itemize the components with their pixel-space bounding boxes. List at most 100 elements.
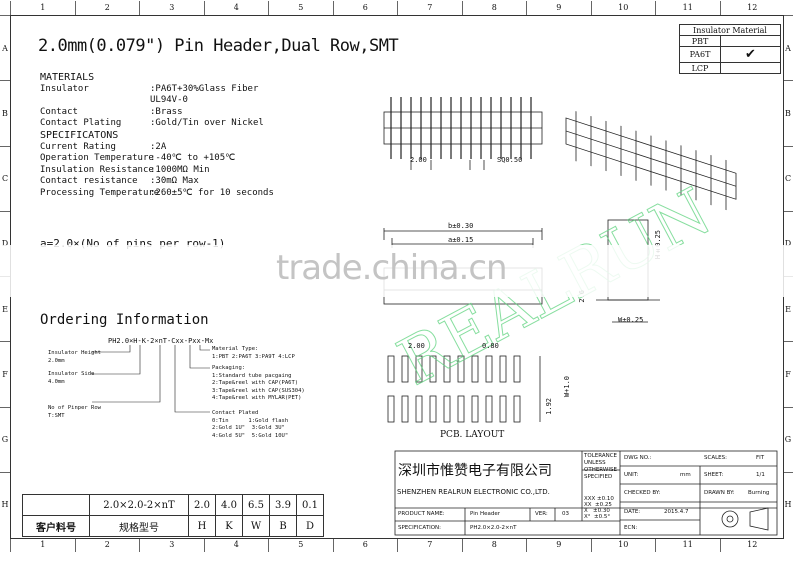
ruler-col: 1	[10, 538, 75, 552]
ruler-row: C	[0, 145, 10, 211]
dimension-label: b±0.30	[448, 222, 474, 230]
ruler-col: 12	[719, 538, 785, 552]
spec-value: :-40℃ to +105℃	[150, 153, 236, 164]
spec-value: UL94V-0	[150, 95, 188, 106]
sheet-value: 1/1	[756, 472, 765, 478]
ruler-row: A	[0, 15, 10, 80]
customer-part-label: 客户料号	[22, 515, 90, 537]
scales-label: SCALES:	[704, 455, 727, 461]
dimension-value: 2.0	[188, 494, 216, 516]
version-label: VER:	[535, 511, 548, 517]
title-block-lines	[394, 450, 778, 536]
ruler-col: 6	[332, 1, 398, 15]
product-name-label: PRODUCT NAME:	[398, 511, 445, 517]
watermark-band	[0, 245, 800, 297]
model-value: 2.0×2.0-2×nT	[89, 494, 189, 516]
isometric-view	[565, 111, 737, 211]
dimension-value: 4.0	[215, 494, 243, 516]
tolerance-values: XXX ±0.10 XX ±0.25 X ±0.30 X° ±0.5°	[584, 496, 614, 520]
dimension-letter: W	[242, 515, 270, 537]
ruler-row: F	[0, 341, 10, 406]
ruler-col: 5	[268, 538, 333, 552]
spec-value: :2A	[150, 141, 167, 152]
pcb-layout-label: PCB. LAYOUT	[440, 430, 505, 440]
ruler-col: 8	[461, 538, 527, 552]
material-type-note: Material Type: 1:PBT 2:PA6T 3:PA9T 4:LCP	[212, 346, 295, 360]
scales-value: FIT	[756, 455, 765, 461]
spec-value: :30mΩ Max	[150, 176, 199, 187]
ruler-row: D	[783, 210, 793, 276]
part-number-template: PH2.0×H-K-2×nT-Cxx-Pxx-Mx	[108, 337, 214, 345]
dimension-value: 3.9	[269, 494, 297, 516]
ordering-heading: Ordering Information	[40, 312, 209, 328]
dimension-value: 6.5	[242, 494, 270, 516]
dimension-letter: H	[188, 515, 216, 537]
ruler-col: 9	[526, 538, 591, 552]
ecn-label: ECN:	[624, 525, 638, 531]
ruler-col: 7	[397, 538, 462, 552]
ruler-col: 3	[139, 538, 204, 552]
customer-part-table: 2.0×2.0-2×nT 2.0 4.0 6.5 3.9 0.1 客户料号 规格…	[22, 494, 324, 537]
unit-value: mm	[680, 472, 691, 478]
dimension-letter: K	[215, 515, 243, 537]
ruler-row: H	[0, 471, 10, 537]
product-name-value: Pin Header	[470, 511, 500, 517]
specification-value: PH2.0×2.0-2×nT	[470, 525, 517, 531]
company-name-en: SHENZHEN REALRUN ELECTRONIC CO.,LTD.	[397, 488, 550, 496]
ruler-col: 8	[461, 1, 527, 15]
contact-plated-note: Contact Plated 0:Tin 1:Gold flash 2:Gold…	[212, 410, 289, 439]
dimension-label: a±0.15	[448, 236, 474, 244]
material-mark	[720, 62, 781, 74]
dimension-label: 2.00	[410, 156, 427, 164]
version-value: 03	[562, 511, 569, 517]
spec-key: Contact Plating	[40, 118, 122, 129]
ruler-row: D	[0, 210, 10, 276]
pins-per-row-note: No of Pinper Row T:SMT	[48, 405, 101, 419]
ruler-col: 3	[139, 1, 204, 15]
row-ruler-left: A B C D E F G H	[0, 15, 10, 537]
dimension-label: 1.92	[545, 398, 553, 415]
ruler-row: G	[0, 406, 10, 472]
insulator-material-table: Insulator Material PBT PA6T✔ LCP	[679, 24, 781, 74]
materials-specs-block: MATERIALS Insulator:PA6T+30%Glass Fiber …	[40, 72, 274, 200]
ruler-col: 7	[397, 1, 462, 15]
checked-by-label: CHECKED BY:	[624, 490, 661, 496]
watermark-text: trade.china.cn	[276, 248, 508, 288]
insulator-height-note: Insulator Height 2.0mm	[48, 350, 101, 364]
ruler-col: 11	[655, 1, 720, 15]
drawn-by-label: DRAWN BY:	[704, 490, 735, 496]
sheet-label: SHEET:	[704, 472, 724, 478]
row-ruler-right: A B C D E F G H	[783, 15, 793, 537]
date-value: 2015.4.7	[664, 509, 689, 515]
spec-key: Processing Temperature	[40, 187, 160, 198]
ruler-col: 10	[590, 1, 656, 15]
dimension-letter: B	[269, 515, 297, 537]
packaging-note: Packaging: 1:Standard tube pacgaing 2:Ta…	[212, 365, 305, 401]
spec-key: Operation Temperature	[40, 153, 154, 164]
ruler-row: B	[0, 80, 10, 145]
ruler-col: 11	[655, 538, 720, 552]
date-label: DATE:	[624, 509, 641, 515]
ruler-row: B	[783, 80, 793, 145]
ruler-col: 12	[719, 1, 785, 15]
top-view-pins	[383, 111, 543, 145]
dwg-no-label: DWG NO.:	[624, 455, 652, 461]
ruler-col: 2	[74, 1, 140, 15]
ruler-row: F	[783, 341, 793, 406]
spec-key: Contact resistance	[40, 176, 138, 187]
specification-label: SPECIFICATION:	[398, 525, 441, 531]
model-label: 规格型号	[89, 515, 189, 537]
column-ruler-bottom: 1 2 3 4 5 6 7 8 9 10 11 12	[10, 538, 784, 552]
tolerance-heading: TOLERANCE UNLESS OTHERWISE SPECIFIED	[584, 453, 618, 480]
ruler-col: 1	[10, 1, 75, 15]
spec-value: :1000MΩ Min	[150, 164, 210, 175]
ruler-col: 6	[332, 538, 398, 552]
spec-value: :Gold/Tin over Nickel	[150, 118, 264, 129]
dimension-label: SQ0.50	[497, 156, 523, 164]
pcb-pads	[387, 355, 521, 423]
ordering-leader-lines	[92, 345, 210, 413]
ruler-col: 5	[268, 1, 333, 15]
ruler-row: C	[783, 145, 793, 211]
insulator-side-note: Insulator Side 4.0mm	[48, 371, 95, 385]
spec-key: Insulator	[40, 83, 89, 94]
